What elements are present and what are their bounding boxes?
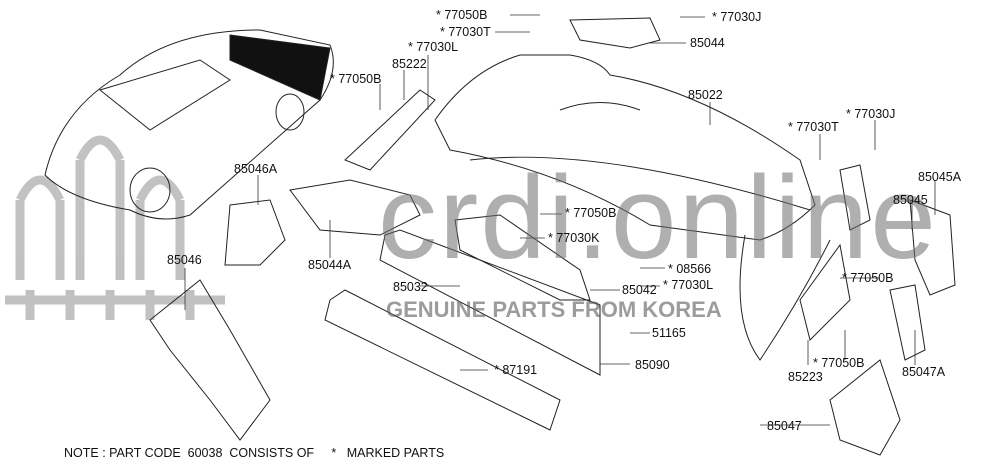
part-label: 85032: [393, 280, 428, 294]
part-label: 85022: [688, 88, 723, 102]
car-illustration: [44, 29, 334, 220]
part-label: 85046: [167, 253, 202, 267]
part-label: 85222: [392, 57, 427, 71]
brackets: [149, 17, 956, 456]
reinforcement-beam: [324, 229, 601, 431]
part-label: 85046A: [234, 162, 278, 176]
part-label: 85047A: [902, 365, 946, 379]
part-label: * 87191: [494, 363, 538, 377]
footnote: NOTE : PART CODE 60038 CONSISTS OF * MAR…: [64, 446, 445, 460]
part-label: 85090: [635, 358, 670, 372]
part-label: * 77030K: [548, 231, 600, 245]
part-label: * 08566: [668, 262, 712, 276]
part-label: * 77030T: [788, 120, 839, 134]
logo-watermark: [5, 135, 225, 320]
part-label: * 77030L: [663, 278, 714, 292]
part-label: 85044A: [308, 258, 352, 272]
part-label: 85045A: [918, 170, 962, 184]
part-label: 51165: [652, 326, 686, 340]
part-label: * 77050B: [842, 271, 894, 285]
part-label: 85042: [622, 283, 657, 297]
watermark-tagline: GENUINE PARTS FROM KOREA: [386, 297, 722, 322]
part-label: 85047: [767, 419, 802, 433]
part-label: 85223: [788, 370, 823, 384]
part-label: * 77030L: [408, 40, 459, 54]
part-label: 85045: [893, 193, 928, 207]
bumper-cover-85022: [434, 54, 831, 361]
part-label: * 77050B: [436, 8, 488, 22]
part-label: * 77050B: [813, 356, 865, 370]
part-label: * 77050B: [565, 206, 617, 220]
part-label: * 77050B: [330, 72, 382, 86]
part-label: 85044: [690, 36, 725, 50]
part-label: * 77030J: [846, 107, 896, 121]
part-label: * 77030T: [440, 25, 491, 39]
leader-lines: [184, 14, 936, 426]
watermark-site: crdi.online: [378, 152, 938, 284]
part-label: * 77030J: [712, 10, 762, 24]
